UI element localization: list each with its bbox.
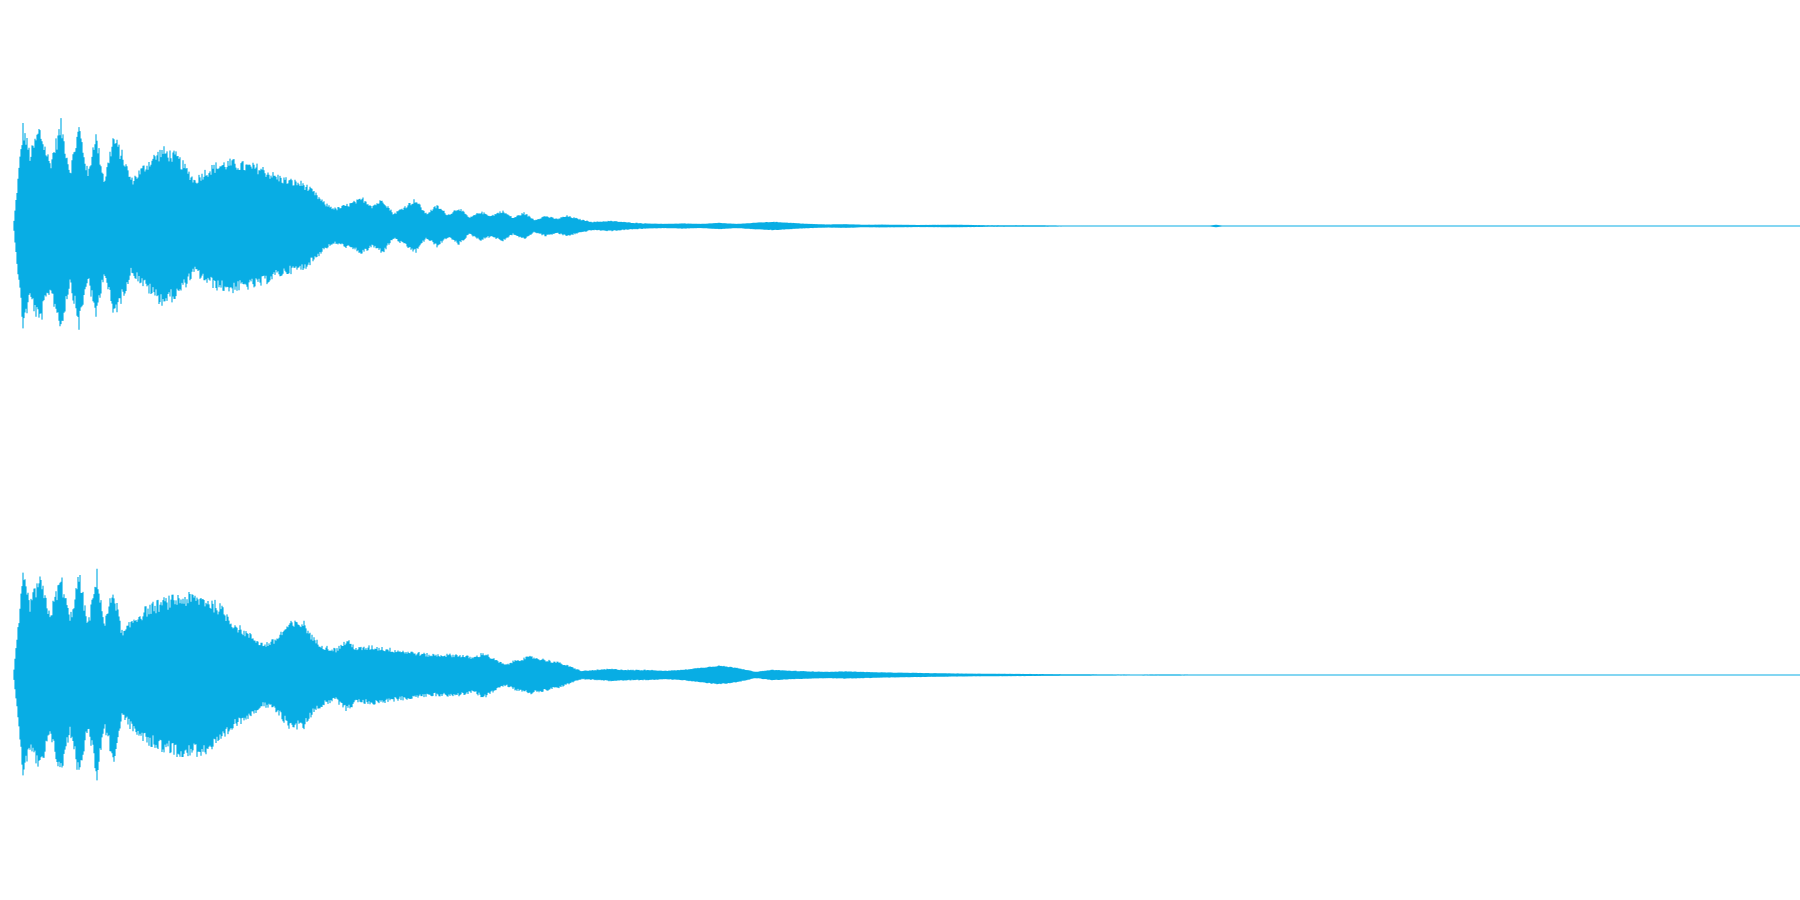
channel-1-waveform [13, 118, 1226, 330]
channel-2-waveform [13, 568, 1270, 781]
channel-2-track [13, 568, 1800, 781]
channel-1-track [13, 118, 1800, 330]
